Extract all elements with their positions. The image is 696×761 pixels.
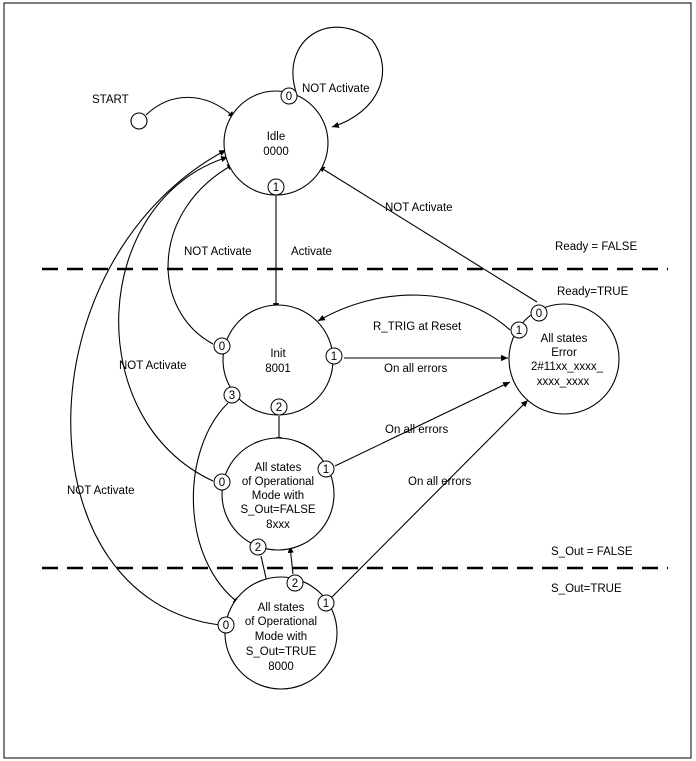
idle-name: Idle bbox=[267, 131, 286, 143]
opfalse-not-activate-label: NOT Activate bbox=[119, 360, 187, 372]
badge-optrue-1: 1 bbox=[317, 594, 335, 612]
opfalse-line1: All states bbox=[255, 462, 302, 474]
badge-optrue-0: 0 bbox=[217, 616, 235, 634]
badge-idle-0: 0 bbox=[280, 87, 298, 105]
error-line2: Error bbox=[551, 347, 577, 359]
svg-text:0: 0 bbox=[286, 91, 292, 103]
ready-false-label: Ready = FALSE bbox=[555, 241, 637, 253]
svg-text:2: 2 bbox=[276, 402, 282, 414]
badge-optrue-2: 2 bbox=[286, 574, 304, 592]
optrue-error-label: On all errors bbox=[408, 476, 472, 488]
badge-error-0: 0 bbox=[530, 304, 548, 322]
init-name: Init bbox=[270, 348, 286, 360]
error-line1: All states bbox=[541, 333, 588, 345]
init-error-label: On all errors bbox=[384, 363, 448, 375]
badge-init-2: 2 bbox=[270, 398, 288, 416]
idle-self-loop-label: NOT Activate bbox=[302, 83, 370, 95]
s-out-false-label: S_Out = FALSE bbox=[551, 546, 633, 558]
svg-text:0: 0 bbox=[219, 477, 225, 489]
edge-error-idle bbox=[317, 165, 538, 303]
edge-start-idle bbox=[145, 96, 236, 119]
init-not-activate-label: NOT Activate bbox=[184, 246, 252, 258]
diagram-frame bbox=[3, 2, 692, 759]
badge-idle-1: 1 bbox=[267, 178, 285, 196]
start-label: START bbox=[92, 94, 129, 106]
badge-init-1: 1 bbox=[325, 347, 343, 365]
badge-error-1: 1 bbox=[510, 321, 528, 339]
idle-code: 0000 bbox=[263, 146, 289, 158]
edge-optrue-idle bbox=[70, 149, 227, 626]
opfalse-error-label: On all errors bbox=[385, 424, 449, 436]
svg-text:1: 1 bbox=[516, 325, 522, 337]
svg-text:0: 0 bbox=[536, 308, 542, 320]
optrue-line3: Mode with bbox=[255, 631, 307, 643]
state-operational-sout-false: All states of Operational Mode with S_Ou… bbox=[221, 437, 335, 551]
error-line3: 2#11xx_xxxx_ bbox=[531, 361, 604, 373]
edge-optrue-error bbox=[330, 399, 529, 599]
optrue-line4: S_Out=TRUE bbox=[246, 646, 317, 658]
optrue-line5: 8000 bbox=[268, 661, 294, 673]
s-out-true-label: S_Out=TRUE bbox=[551, 583, 622, 595]
svg-text:1: 1 bbox=[323, 464, 329, 476]
edge-init-optrue bbox=[192, 402, 241, 605]
edge-init-idle bbox=[167, 163, 235, 345]
optrue-line2: of Operational bbox=[245, 616, 317, 628]
svg-text:0: 0 bbox=[223, 620, 229, 632]
init-code: 8001 bbox=[265, 363, 291, 375]
badge-opfalse-0: 0 bbox=[213, 473, 231, 491]
svg-text:3: 3 bbox=[229, 390, 235, 402]
opfalse-line3: Mode with bbox=[252, 490, 304, 502]
optrue-not-activate-label: NOT Activate bbox=[67, 485, 135, 497]
svg-text:1: 1 bbox=[273, 182, 279, 194]
edge-error-init bbox=[317, 294, 511, 331]
badge-init-3: 3 bbox=[223, 386, 241, 404]
opfalse-line4: S_Out=FALSE bbox=[240, 504, 315, 516]
svg-text:1: 1 bbox=[331, 351, 337, 363]
edge-opfalse-idle bbox=[118, 156, 229, 482]
badge-init-0: 0 bbox=[213, 337, 231, 355]
svg-text:0: 0 bbox=[219, 341, 225, 353]
edge-opfalse-error bbox=[334, 381, 511, 467]
badge-opfalse-2: 2 bbox=[249, 538, 267, 556]
state-operational-sout-true: All states of Operational Mode with S_Ou… bbox=[224, 576, 338, 690]
error-line4: xxxx_xxxx bbox=[537, 376, 590, 388]
r-trig-label: R_TRIG at Reset bbox=[373, 321, 462, 333]
opfalse-line5: 8xxx bbox=[266, 519, 290, 531]
opfalse-line2: of Operational bbox=[242, 476, 314, 488]
optrue-line1: All states bbox=[258, 602, 305, 614]
svg-text:1: 1 bbox=[323, 598, 329, 610]
error-not-activate-label: NOT Activate bbox=[385, 202, 453, 214]
svg-text:2: 2 bbox=[255, 542, 261, 554]
activate-label: Activate bbox=[291, 246, 332, 258]
edge-idle-self-loop bbox=[292, 26, 384, 128]
svg-text:2: 2 bbox=[292, 578, 298, 590]
state-error: All states Error 2#11xx_xxxx_ xxxx_xxxx bbox=[508, 303, 620, 415]
ready-true-label: Ready=TRUE bbox=[557, 286, 629, 298]
edge-optrue-opfalse bbox=[287, 545, 294, 575]
start-node bbox=[130, 112, 148, 130]
badge-opfalse-1: 1 bbox=[317, 460, 335, 478]
